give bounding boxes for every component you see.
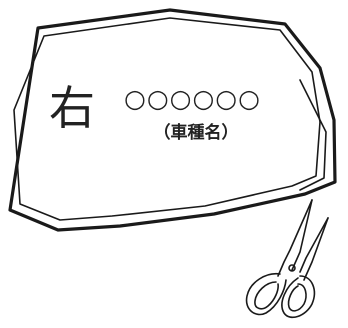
model-name-caption: （車種名） xyxy=(153,123,239,143)
scissors-handle-right-inner xyxy=(287,283,307,312)
mirror-inner-outline xyxy=(13,17,321,221)
scissors-blade-right-edge xyxy=(303,217,329,281)
scissors-pivot xyxy=(288,264,296,272)
scissors-icon xyxy=(245,199,329,319)
mirror-side-cut-line xyxy=(299,79,327,191)
scissors-blade-right xyxy=(299,217,329,273)
scissors-handle-left-inner xyxy=(254,281,279,310)
scissors-handle-left-outer xyxy=(245,272,287,316)
side-label: 右 xyxy=(49,81,95,135)
mirror-outer-outline xyxy=(8,8,337,232)
model-name-placeholder: ○○○○○○ xyxy=(124,84,261,113)
scissors-handle-right-outer xyxy=(281,275,316,319)
scissors-blade-left xyxy=(277,199,313,277)
scissors-blade-left-edge xyxy=(291,199,313,271)
